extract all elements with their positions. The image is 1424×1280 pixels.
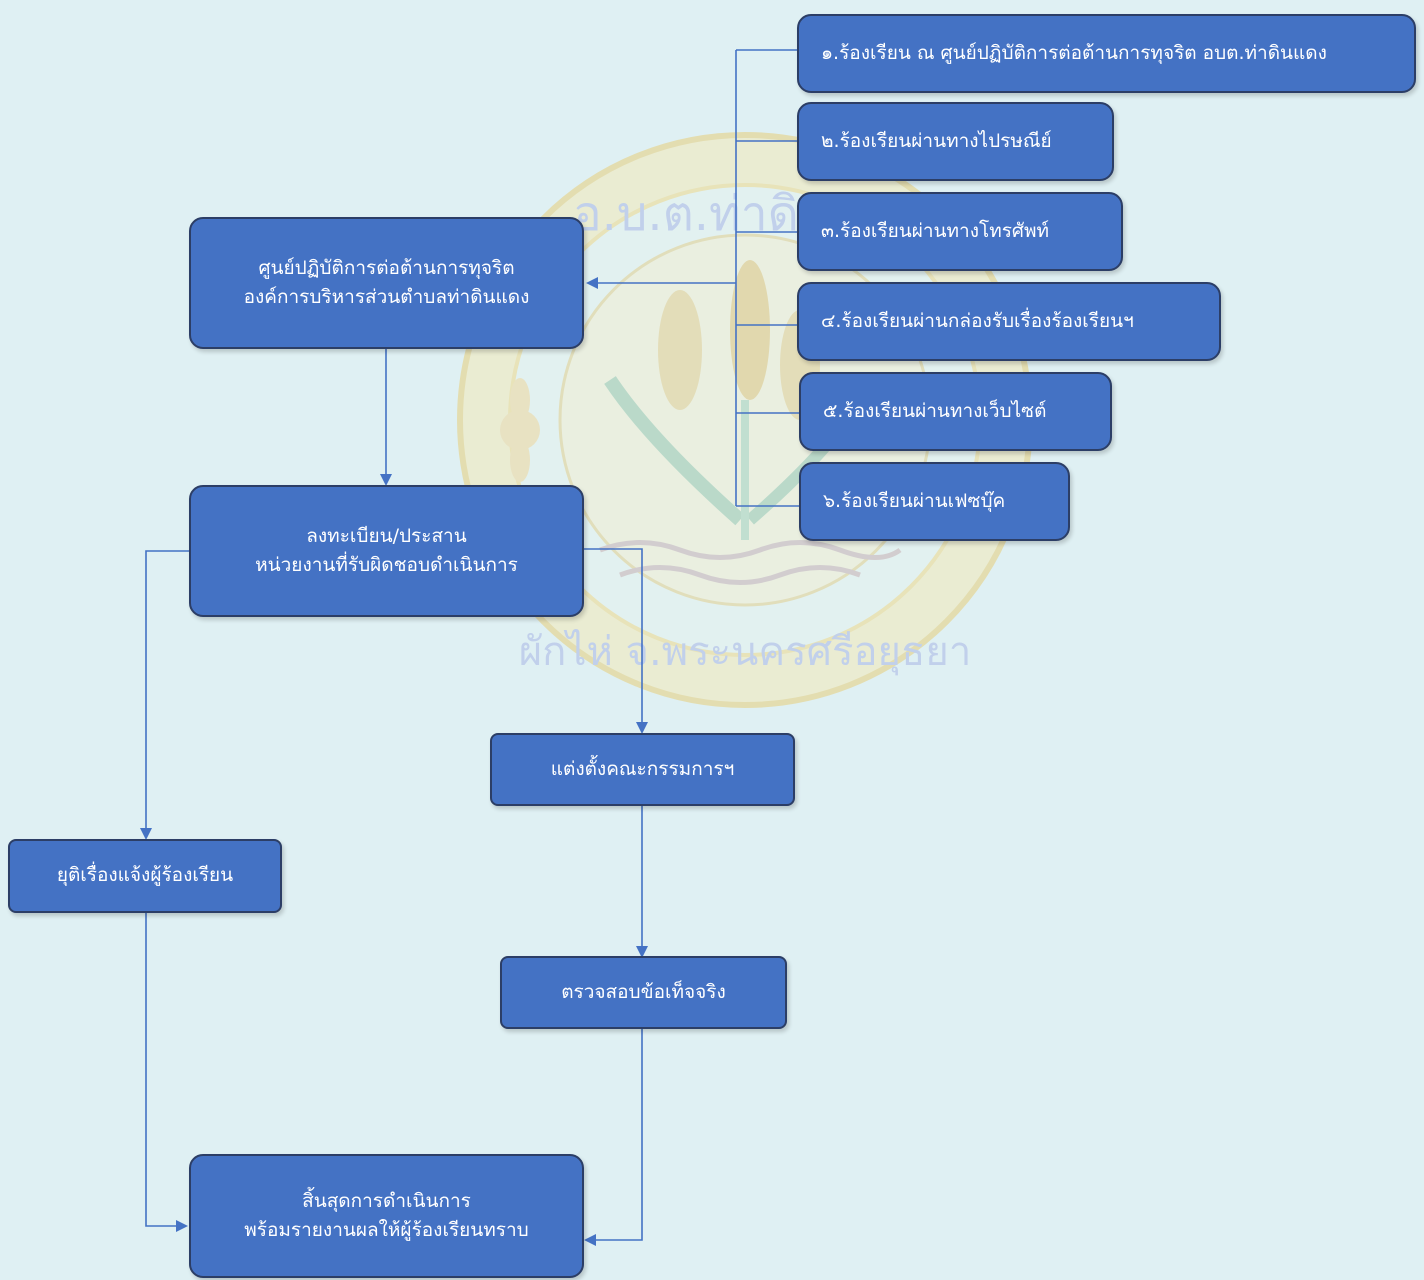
channel-label: ๒.ร้องเรียนผ่านทางไปรษณีย์ [821,129,1052,152]
seal-bottom-text: ผักไห่ จ.พระนครศรีอยุธยา [519,629,972,676]
register-box-line2: หน่วยงานที่รับผิดชอบดำเนินการ [255,554,518,576]
channel-label: ๔.ร้องเรียนผ่านกล่องรับเรื่องร้องเรียนฯ [821,309,1134,332]
end-box-line2: พร้อมรายงานผลให้ผู้ร้องเรียนทราบ [244,1219,529,1241]
investigate-facts-box: ตรวจสอบข้อเท็จจริง [500,956,787,1029]
committee-label: แต่งตั้งคณะกรรมการฯ [550,757,735,780]
lotus-motif-icon [500,378,540,482]
dismiss-to-end-arrow [145,912,188,1232]
channel-box-3: ๓.ร้องเรียนผ่านทางโทรศัพท์ [797,192,1123,271]
channel-label: ๓.ร้องเรียนผ่านทางโทรศัพท์ [821,219,1050,242]
channel-box-4: ๔.ร้องเรียนผ่านกล่องรับเรื่องร้องเรียนฯ [797,282,1221,361]
anti-corruption-center-box: ศูนย์ปฏิบัติการต่อต้านการทุจริต องค์การบ… [189,217,584,349]
register-box-line1: ลงทะเบียน/ประสาน [306,524,467,547]
channel-box-1: ๑.ร้องเรียน ณ ศูนย์ปฏิบัติการต่อต้านการท… [797,14,1416,93]
end-process-box: สิ้นสุดการดำเนินการ พร้อมรายงานผลให้ผู้ร… [189,1154,584,1278]
channel-label: ๕.ร้องเรียนผ่านทางเว็บไซต์ [823,399,1047,422]
channel-box-5: ๕.ร้องเรียนผ่านทางเว็บไซต์ [799,372,1112,451]
center-box-line2: องค์การบริหารส่วนตำบลท่าดินแดง [243,286,530,308]
center-box-line1: ศูนย์ปฏิบัติการต่อต้านการทุจริต [258,256,515,279]
channel-box-2: ๒.ร้องเรียนผ่านทางไปรษณีย์ [797,102,1114,181]
channel-label: ๖.ร้องเรียนผ่านเฟซบุ๊ค [823,489,1006,512]
end-box-line1: สิ้นสุดการดำเนินการ [302,1189,471,1212]
dismiss-label: ยุติเรื่องแจ้งผู้ร้องเรียน [56,864,234,887]
register-to-committee-arrow [582,548,648,734]
register-coordinate-box: ลงทะเบียน/ประสาน หน่วยงานที่รับผิดชอบดำเ… [189,485,584,617]
channel-label: ๑.ร้องเรียน ณ ศูนย์ปฏิบัติการต่อต้านการท… [821,41,1327,64]
investigate-to-end-arrow [584,1028,643,1246]
dismiss-notify-box: ยุติเรื่องแจ้งผู้ร้องเรียน [8,839,282,913]
register-to-dismiss-arrow [140,550,189,840]
channel-box-6: ๖.ร้องเรียนผ่านเฟซบุ๊ค [799,462,1070,541]
appoint-committee-box: แต่งตั้งคณะกรรมการฯ [490,733,795,806]
investigate-label: ตรวจสอบข้อเท็จจริง [561,980,726,1003]
